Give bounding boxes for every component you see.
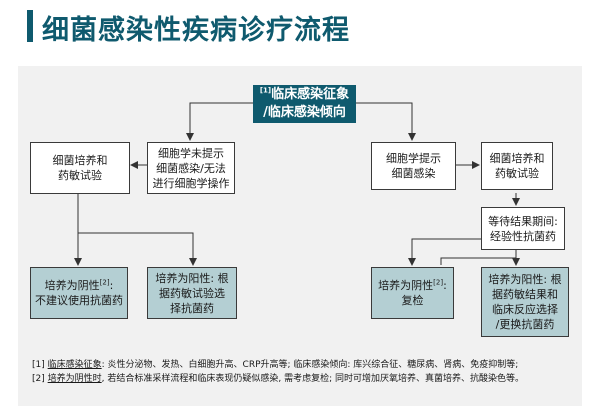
footnote-ref-2-left: [2] — [99, 278, 110, 287]
node-clinical-signs-line2: /临床感染倾向 — [263, 105, 346, 120]
node-right-empiric-therapy: 等待结果期间: 经验性抗菌药 — [481, 207, 565, 250]
node-left-culture-positive: 培养为阳性: 根 据药敏试验选 择抗菌药 — [147, 267, 237, 319]
node-right-culture: 细菌培养和 药敏试验 — [481, 142, 553, 190]
node-right-culture-negative: 培养为阴性[2]: 复检 — [371, 267, 454, 319]
footnote-1-text: : 炎性分泌物、发热、白细胞升高、CRP升高等; 临床感染倾向: 库兴综合征、糖… — [101, 360, 519, 370]
title-accent-bar — [27, 10, 33, 42]
footnote-ref-1: [1] — [259, 86, 272, 95]
footnote-2: [2] 培养为阴性时, 若结合标准采样流程和临床表现仍疑似感染, 需考虑复检; … — [32, 372, 524, 386]
arrow-start-to-right-cyto — [356, 102, 416, 141]
line-right-wait-split — [440, 257, 516, 265]
node-left-negative-label: 培养为阴性 — [44, 279, 100, 292]
footnote-2-ref: [2] — [32, 374, 45, 384]
footnote-ref-2-right: [2] — [433, 278, 444, 287]
node-right-negative-advice: : 复检 — [401, 279, 447, 307]
node-clinical-signs: [1]临床感染征象 /临床感染倾向 — [253, 85, 356, 123]
node-left-cytology-negative: 细胞学未提示 细菌感染/无法 进行细胞学操作 — [147, 142, 235, 194]
node-left-culture: 细菌培养和 药敏试验 — [30, 142, 130, 194]
footnote-2-term: 培养为阴性时 — [47, 374, 102, 384]
footnotes: [1] 临床感染征象: 炎性分泌物、发热、白细胞升高、CRP升高等; 临床感染倾… — [32, 358, 524, 386]
node-right-cytology-positive: 细胞学提示 细菌感染 — [371, 142, 456, 190]
footnote-1-term: 临床感染征象 — [47, 360, 102, 370]
page-title: 细菌感染性疾病诊疗流程 — [42, 15, 350, 46]
arrow-start-to-left-cyto — [186, 102, 253, 141]
footnote-2-text: , 若结合标准采样流程和临床表现仍疑似感染, 需考虑复检; 同时可增加厌氧培养、… — [101, 374, 524, 384]
node-right-culture-positive: 培养为阳性: 根 据药敏结果和 临床反应选择 /更换抗菌药 — [481, 267, 569, 337]
footnote-1: [1] 临床感染征象: 炎性分泌物、发热、白细胞升高、CRP升高等; 临床感染倾… — [32, 358, 524, 372]
footnote-1-ref: [1] — [32, 360, 45, 370]
node-left-culture-negative: 培养为阴性[2]: 不建议使用抗菌药 — [30, 267, 128, 319]
arrow-left-culture-to-positive — [78, 232, 197, 266]
node-clinical-signs-line1: 临床感染征象 — [271, 87, 350, 102]
node-left-negative-advice: : 不建议使用抗菌药 — [35, 279, 123, 307]
node-right-negative-label: 培养为阴性 — [378, 279, 434, 292]
